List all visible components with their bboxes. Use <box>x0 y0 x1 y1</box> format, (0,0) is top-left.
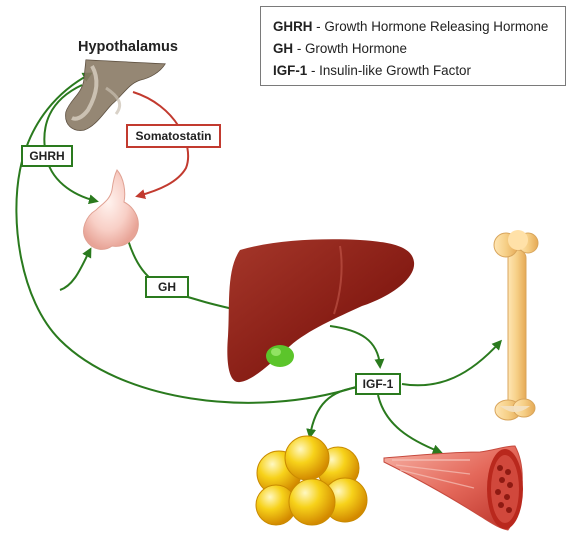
legend-row-gh: GH - Growth Hormone <box>273 38 553 60</box>
igf-to-bone-arrow <box>401 339 503 387</box>
legend-abbr: GH <box>273 41 294 56</box>
legend-text: Growth Hormone Releasing Hormone <box>324 19 549 34</box>
somatostatin-tag: Somatostatin <box>126 124 221 148</box>
legend-row-igf1: IGF-1 - Insulin-like Growth Factor <box>273 60 553 82</box>
hypothalamus-icon <box>65 59 166 131</box>
liver-icon <box>227 239 415 383</box>
legend-sep: - <box>307 63 320 78</box>
legend-text: Insulin-like Growth Factor <box>319 63 471 78</box>
igf-feedback-loop-arrow <box>15 72 357 404</box>
legend-row-ghrh: GHRH - Growth Hormone Releasing Hormone <box>273 16 553 38</box>
bone-icon <box>493 230 539 421</box>
legend-abbr: IGF-1 <box>273 63 308 78</box>
ghrh-tag: GHRH <box>21 145 73 167</box>
fat-cells-icon <box>255 435 368 526</box>
igf1-tag: IGF-1 <box>355 373 401 395</box>
pituitary-icon <box>83 169 139 250</box>
gallbladder <box>266 345 294 367</box>
legend-text: Growth Hormone <box>305 41 407 56</box>
legend-abbr: GHRH <box>273 19 313 34</box>
hypothalamus-label: Hypothalamus <box>78 39 178 55</box>
legend-sep: - <box>312 19 325 34</box>
igf-feedback-pituitary-arrow <box>59 247 92 291</box>
legend-sep: - <box>293 41 305 56</box>
somatostatin-arrow <box>132 91 190 199</box>
muscle-icon <box>383 445 523 531</box>
liver-to-igf-arrow <box>329 325 385 369</box>
igf-to-muscle-arrow <box>377 394 443 455</box>
gh-tag: GH <box>145 276 189 298</box>
legend-box: GHRH - Growth Hormone Releasing Hormone … <box>260 6 566 86</box>
igf-to-fat-arrow <box>306 386 361 439</box>
